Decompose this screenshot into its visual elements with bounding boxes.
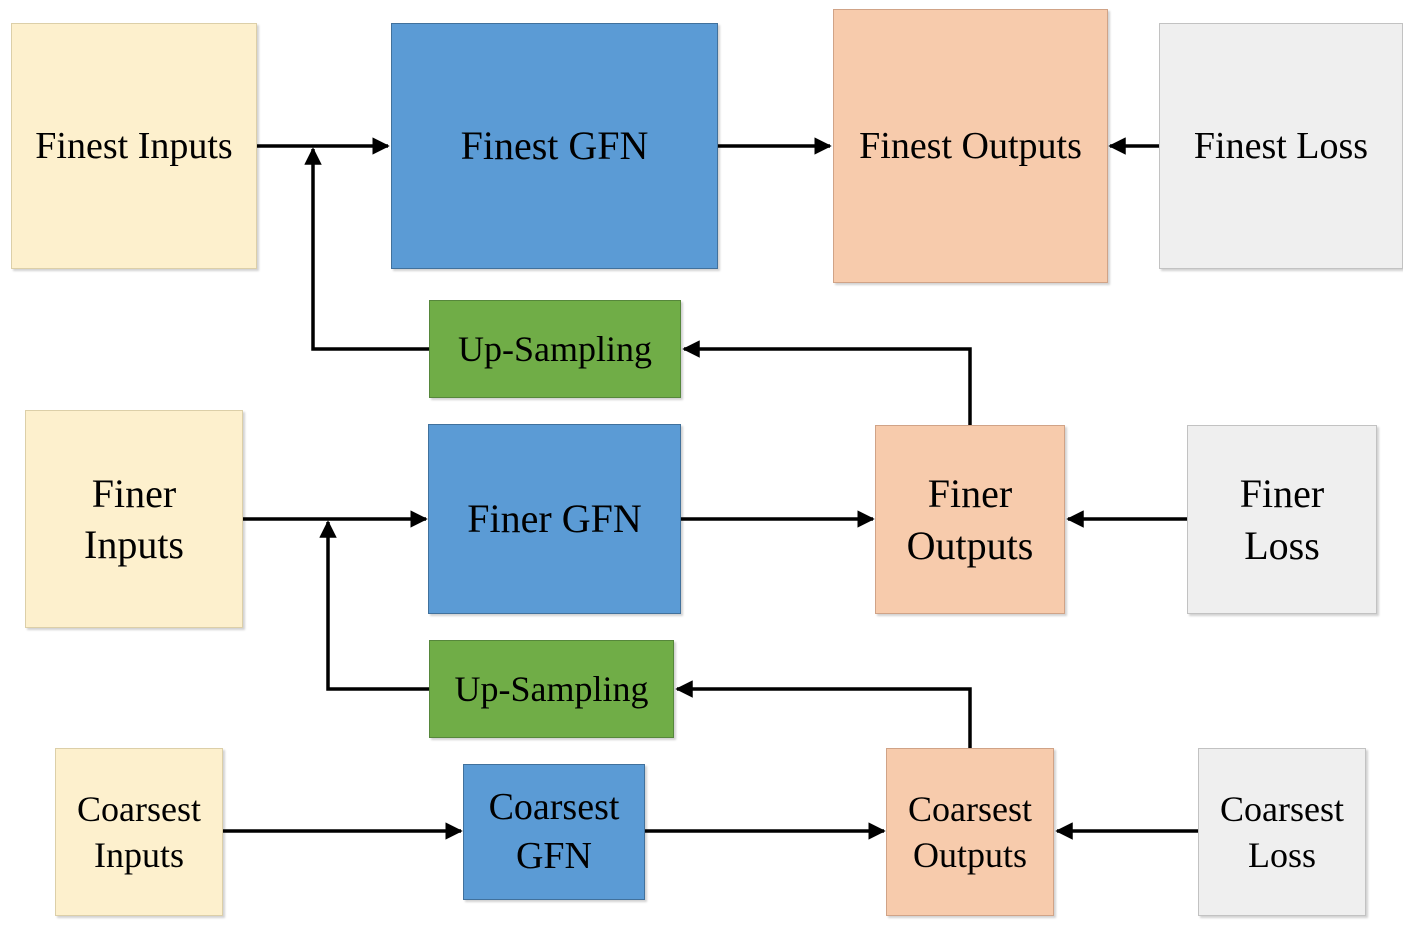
finest-loss-box: Finest Loss — [1159, 23, 1403, 269]
finest-inputs-label: Finest Inputs — [35, 124, 233, 167]
finest-outputs-label: Finest Outputs — [859, 124, 1082, 167]
finer-inputs-label-line1: Finer — [91, 470, 177, 516]
finer-outputs-box: Finer Outputs — [875, 425, 1065, 614]
coarsest-inputs-label-line1: Coarsest — [77, 788, 201, 829]
finer-gfn-box: Finer GFN — [428, 424, 681, 614]
upsampling-upper-label: Up-Sampling — [458, 328, 652, 369]
finer-inputs-box: Finer Inputs — [25, 410, 243, 628]
arrow-upsampling-to-finest-input — [304, 147, 429, 351]
finer-outputs-label-line1: Finer — [927, 471, 1013, 517]
coarsest-inputs-label-line2: Inputs — [93, 835, 184, 875]
coarsest-loss-label-line2: Loss — [1247, 835, 1316, 875]
upsampling-lower-box: Up-Sampling — [429, 640, 674, 738]
coarsest-loss-label-line1: Coarsest — [1220, 788, 1344, 829]
finest-outputs-box: Finest Outputs — [833, 9, 1108, 283]
coarsest-loss-box: Coarsest Loss — [1198, 748, 1366, 916]
finer-outputs-label-line2: Outputs — [906, 522, 1034, 568]
finer-loss-box: Finer Loss — [1187, 425, 1377, 614]
finer-gfn-label: Finer GFN — [467, 496, 642, 542]
finest-gfn-label: Finest GFN — [460, 123, 649, 169]
finest-inputs-box: Finest Inputs — [11, 23, 257, 269]
coarsest-outputs-label-line1: Coarsest — [908, 788, 1032, 829]
upsampling-upper-box: Up-Sampling — [429, 300, 681, 398]
upsampling-lower-label: Up-Sampling — [454, 668, 649, 709]
coarsest-gfn-label-line2: GFN — [515, 835, 593, 877]
finer-inputs-label-line2: Inputs — [84, 522, 184, 567]
coarsest-inputs-box: Coarsest Inputs — [55, 748, 223, 916]
coarsest-gfn-box: Coarsest GFN — [463, 764, 645, 900]
arrow-coarsest-outputs-to-upsampling — [675, 680, 972, 748]
finer-loss-label-line2: Loss — [1244, 522, 1320, 568]
finest-gfn-box: Finest GFN — [391, 23, 718, 269]
arrow-finer-outputs-to-upsampling — [682, 340, 972, 425]
finest-loss-label: Finest Loss — [1193, 124, 1369, 167]
coarsest-outputs-label-line2: Outputs — [912, 835, 1027, 875]
coarsest-outputs-box: Coarsest Outputs — [886, 748, 1054, 916]
finer-loss-label-line1: Finer — [1239, 471, 1325, 517]
arrow-upsampling-to-finer-input — [319, 520, 429, 691]
coarsest-gfn-label-line1: Coarsest — [488, 786, 620, 829]
